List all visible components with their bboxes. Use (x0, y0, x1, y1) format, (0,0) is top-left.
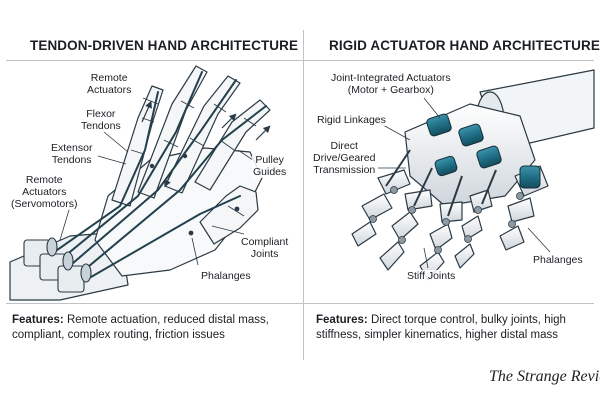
label-compliant-joints: Compliant Joints (240, 236, 290, 260)
left-features: Features: Remote actuation, reduced dist… (12, 313, 284, 343)
left-features-label: Features: (12, 314, 64, 326)
left-features-text: Remote actuation, reduced distal mass, c… (12, 314, 269, 341)
label-remote-actuators: Remote Actuators (86, 72, 133, 96)
label-remote-actuators-servomotors: Remote Actuators (Servomotors) (10, 174, 79, 210)
label-flexor-tendons: Flexor Tendons (80, 108, 122, 132)
left-panel-title: TENDON-DRIVEN HAND ARCHITECTURE (30, 38, 299, 53)
label-direct-drive-transmission: Direct Drive/Geared Transmission (312, 140, 377, 176)
rigid-hand (351, 69, 595, 281)
label-joint-integrated-actuators: Joint-Integrated Actuators (Motor + Gear… (330, 72, 452, 96)
label-pulley-guides: Pulley Guides (252, 154, 288, 178)
label-phalanges-right: Phalanges (532, 254, 584, 266)
panel-divider (303, 30, 304, 360)
title-divider (6, 60, 594, 61)
watermark: The Strange Revie (489, 368, 600, 385)
right-features-label: Features: (316, 314, 368, 326)
tendon-lines (39, 71, 267, 289)
features-divider (6, 303, 594, 304)
label-rigid-linkages: Rigid Linkages (316, 114, 387, 126)
label-extensor-tendons: Extensor Tendons (50, 142, 94, 166)
label-stiff-joints: Stiff Joints (406, 270, 457, 282)
right-features: Features: Direct torque control, bulky j… (316, 313, 588, 343)
right-panel-title: RIGID ACTUATOR HAND ARCHITECTURE (329, 38, 600, 53)
servomotor-blocks (23, 237, 92, 293)
label-phalanges-left: Phalanges (200, 270, 252, 282)
right-features-text: Direct torque control, bulky joints, hig… (316, 314, 566, 341)
